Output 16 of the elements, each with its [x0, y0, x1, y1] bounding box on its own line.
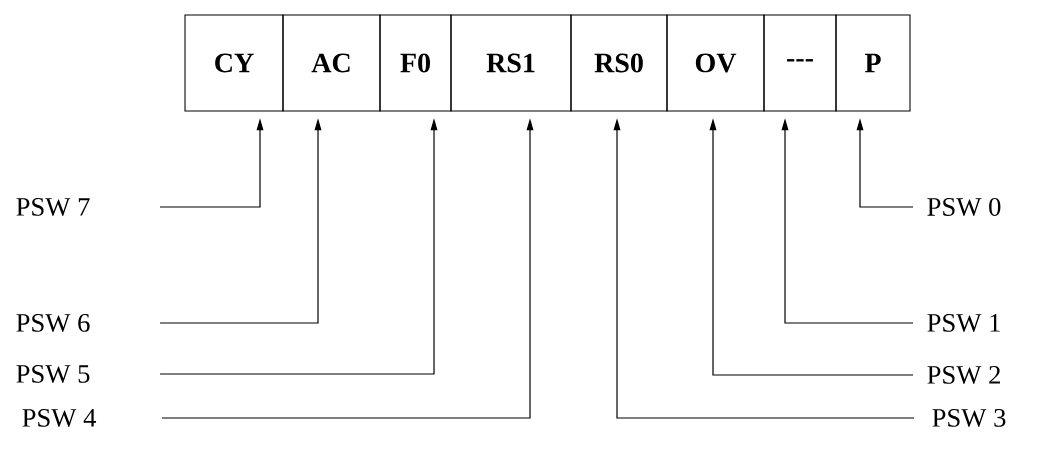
bit-label: PSW 3	[932, 408, 1006, 427]
bit-label: PSW 7	[16, 197, 90, 216]
register-cell: ---	[763, 14, 837, 112]
register-cell: F0	[379, 14, 452, 112]
bit-label: PSW 4	[22, 408, 97, 427]
register-cell: AC	[282, 14, 381, 112]
bit-label: PSW 6	[16, 313, 90, 332]
register-cell: RS1	[450, 14, 572, 112]
bit-label: PSW 5	[16, 364, 90, 383]
bit-label: PSW 2	[927, 365, 1000, 384]
register-cell: OV	[666, 14, 765, 112]
bit-label: PSW 1	[927, 313, 1000, 332]
register-cell: P	[835, 14, 911, 112]
bit-label: PSW 0	[927, 197, 1001, 217]
register-cell: RS0	[570, 14, 668, 112]
register-cell: CY	[184, 14, 284, 112]
